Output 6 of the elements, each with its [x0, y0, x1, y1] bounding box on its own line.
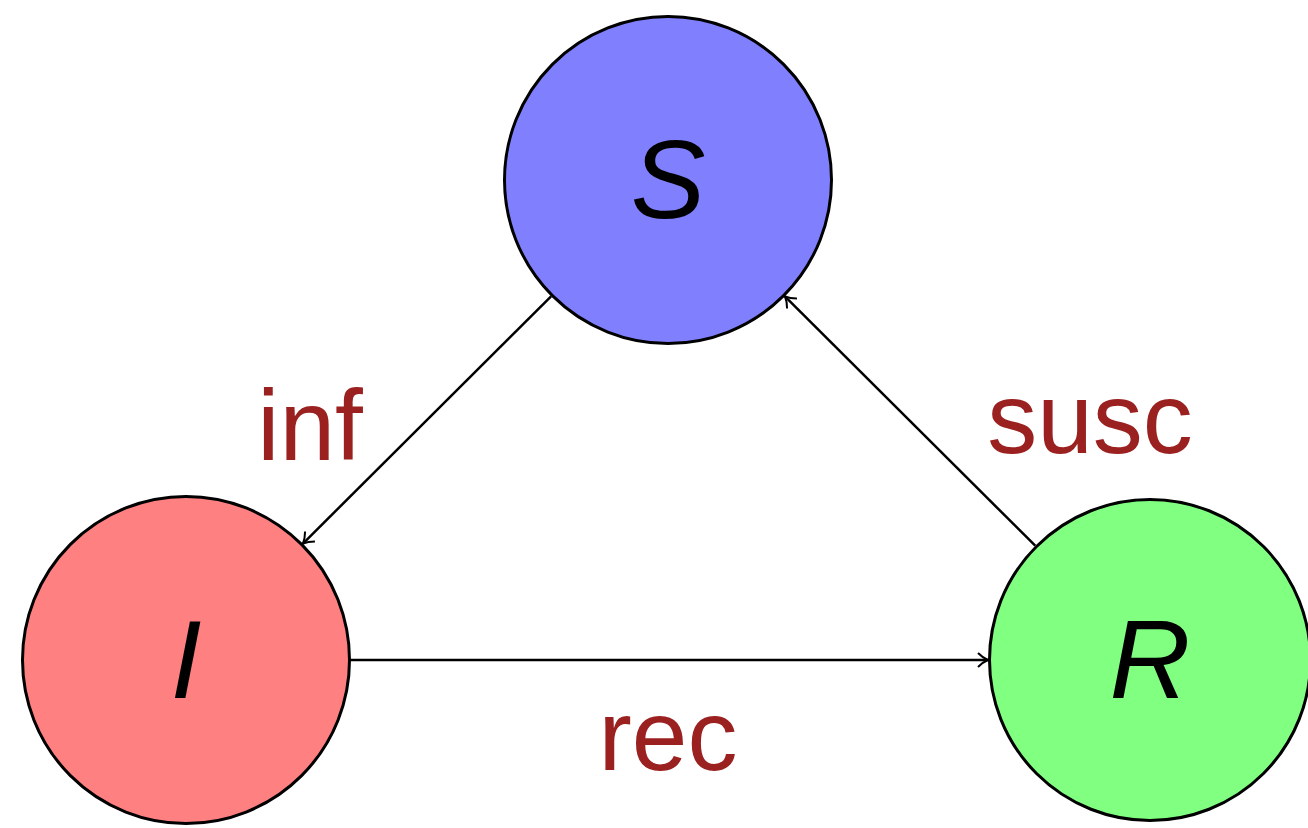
state-label: R — [1109, 604, 1191, 716]
edge-label: susc — [987, 368, 1193, 468]
edge-label: inf — [257, 375, 363, 475]
edge-label: rec — [598, 685, 738, 785]
state-label: S — [630, 124, 706, 236]
state-label: I — [170, 604, 202, 716]
